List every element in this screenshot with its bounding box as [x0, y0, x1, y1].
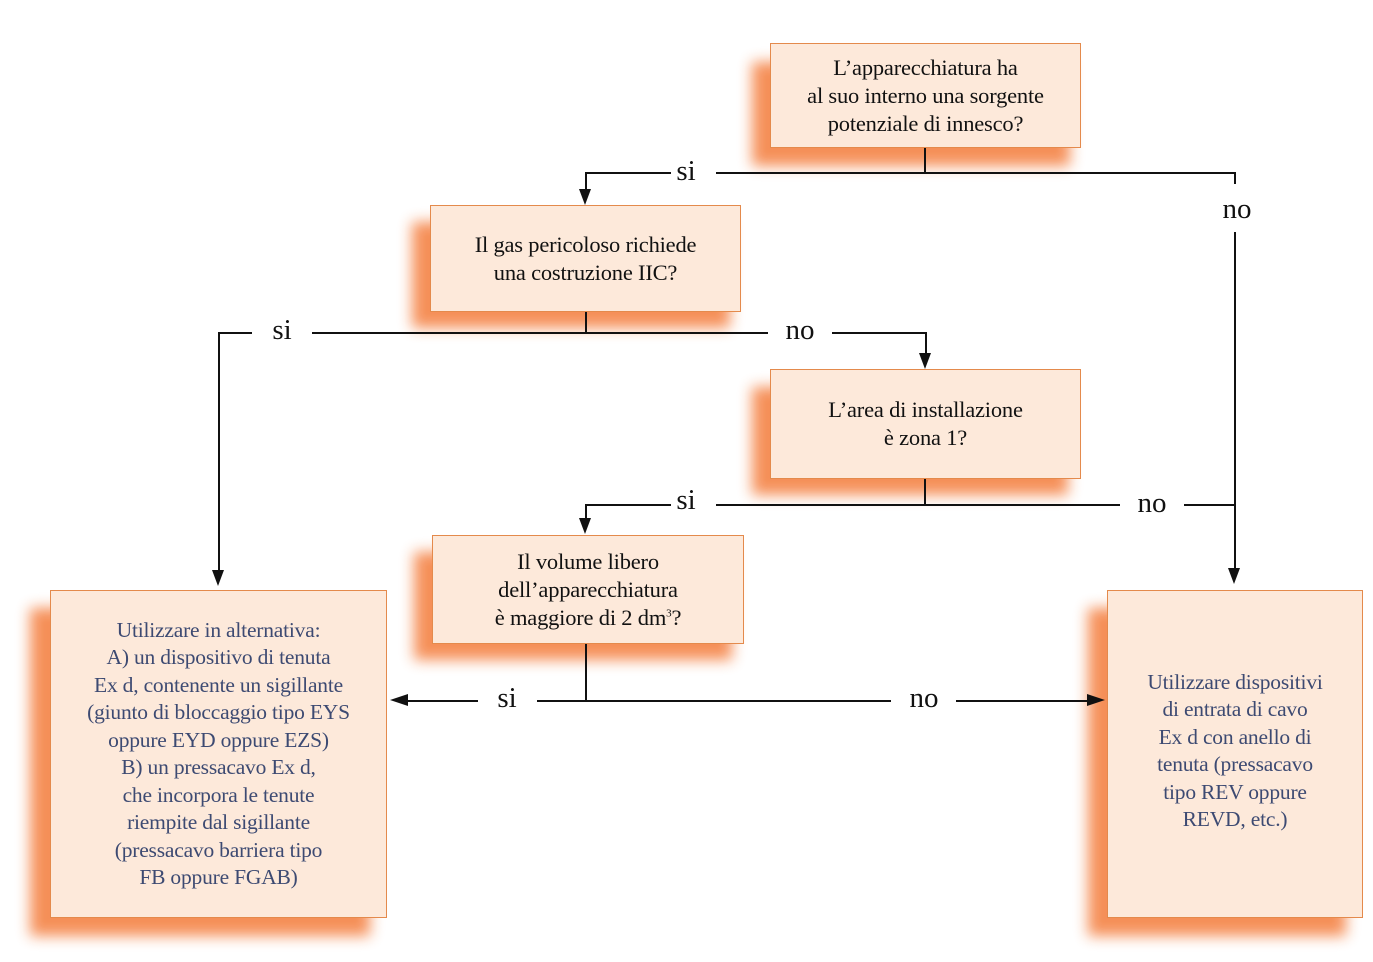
q1-yes-line-b [716, 172, 1236, 174]
q3-stem [924, 479, 926, 504]
q4-no-arrowhead [1087, 694, 1105, 706]
q4-stem [585, 644, 587, 700]
decision-text: Il gas pericoloso richiede una costruzio… [474, 231, 697, 285]
decision-box-zone-1: L’area di installazione è zona 1? [770, 369, 1081, 479]
result-text: Utilizzare in alternativa: A) un disposi… [87, 617, 350, 890]
q4-no-line [956, 700, 1088, 702]
q1-stem [924, 148, 926, 172]
q1-yes-label: si [676, 155, 696, 187]
result-text: Utilizzare dispositivi di entrata di cav… [1147, 669, 1323, 832]
q2-yes-drop [218, 332, 220, 572]
q3-no-label: no [1137, 487, 1167, 519]
q2-no-line [832, 332, 926, 334]
q2-yes-arrowhead [212, 570, 224, 586]
decision-box-free-volume: Il volume libero dell’apparecchiatura è … [432, 535, 744, 644]
q3-yes-drop [585, 504, 587, 520]
result-box-cable-entry: Utilizzare dispositivi di entrata di cav… [1107, 590, 1363, 918]
q2-no-drop [925, 332, 927, 354]
q3-yes-line-b [716, 504, 1120, 506]
q1-yes-drop [585, 172, 587, 190]
decision-box-gas-iic: Il gas pericoloso richiede una costruzio… [430, 205, 741, 312]
q1-no-label: no [1222, 193, 1252, 225]
q1-yes-arrowhead [579, 189, 591, 205]
q4-yes-line-b [537, 700, 891, 702]
q4-yes-arrowhead [390, 694, 408, 706]
q2-yes-line-a [218, 332, 252, 334]
q3-no-line [1184, 504, 1236, 506]
q1-no-riser [1234, 172, 1236, 184]
q3-yes-arrowhead [579, 518, 591, 534]
decision-text: L’apparecchiatura ha al suo interno una … [807, 54, 1044, 136]
q2-yes-line-b [312, 332, 768, 334]
q1-yes-line-a [585, 172, 671, 174]
decision-box-ignition-source: L’apparecchiatura ha al suo interno una … [770, 43, 1081, 148]
q1-no-arrowhead [1228, 568, 1240, 584]
q2-yes-label: si [272, 314, 292, 346]
q3-yes-label: si [676, 484, 696, 516]
decision-text: Il volume libero dell’apparecchiatura è … [494, 548, 682, 630]
q4-yes-label: si [497, 682, 517, 714]
q1-no-drop [1234, 232, 1236, 568]
q2-no-label: no [785, 314, 815, 346]
result-box-sealing-device: Utilizzare in alternativa: A) un disposi… [50, 590, 387, 918]
q2-no-arrowhead [919, 353, 931, 369]
q3-yes-line-a [585, 504, 671, 506]
q4-no-label: no [909, 682, 939, 714]
q2-stem [585, 312, 587, 332]
decision-text: L’area di installazione è zona 1? [828, 397, 1023, 450]
q4-yes-line-a [406, 700, 478, 702]
